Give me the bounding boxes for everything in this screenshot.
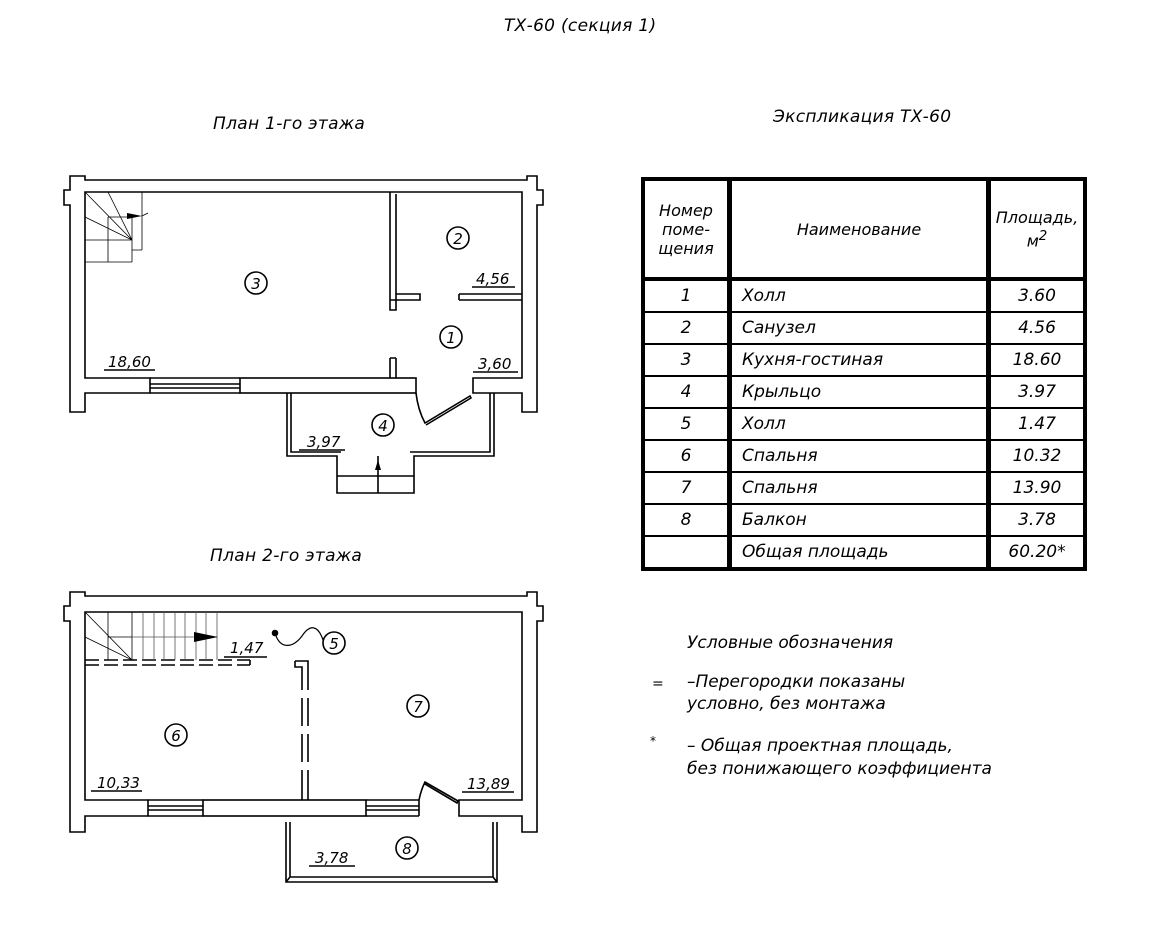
cell-area: 4.56 xyxy=(987,311,1086,345)
header-area-sup: 2 xyxy=(1038,228,1048,244)
cell-name: Спальня xyxy=(728,471,991,505)
plan1-partition xyxy=(458,293,522,301)
plan1-room-area: 3,97 xyxy=(307,433,341,451)
stair-arrow-icon xyxy=(194,632,218,642)
legend-item-text: условно, без монтажа xyxy=(687,694,886,714)
cell-name: Спальня xyxy=(728,439,991,473)
plan1-entry-door xyxy=(415,392,473,426)
cell-name: Балкон xyxy=(728,503,991,537)
header-number-line: Номер xyxy=(659,200,713,220)
header-area-line: Площадь, xyxy=(995,207,1079,227)
cell-area: 3.60 xyxy=(987,278,1086,313)
legend-symbol-partition: = xyxy=(652,676,664,692)
header-area: Площадь, м2 xyxy=(987,178,1086,280)
plan1-title: План 1-го этажа xyxy=(213,114,366,134)
cell-number: 4 xyxy=(642,375,732,409)
plan1-porch xyxy=(286,393,495,494)
cell-area: 60.20* xyxy=(987,535,1086,570)
up-arrow-icon xyxy=(375,460,381,470)
plan2-room-area: 13,89 xyxy=(467,775,510,793)
cell-area: 10.32 xyxy=(987,439,1086,473)
cell-number: 8 xyxy=(642,503,732,537)
cell-name: Санузел xyxy=(728,311,991,345)
plan2-window xyxy=(148,799,203,817)
legend-symbol-asterisk: * xyxy=(650,734,656,748)
plan1-room-number: 3 xyxy=(251,275,261,293)
header-name: Наименование xyxy=(728,178,991,280)
cell-number: 3 xyxy=(642,343,732,377)
plan1-drawing xyxy=(63,175,544,494)
cell-area: 18.60 xyxy=(987,343,1086,377)
plan2-window xyxy=(366,799,419,817)
plan1-room-number: 2 xyxy=(453,230,463,248)
plan2-room-number: 5 xyxy=(329,635,339,653)
plan2-room-number: 6 xyxy=(171,727,181,745)
plan1-staircase xyxy=(84,191,143,263)
plan1-porch-steps xyxy=(337,456,414,493)
plan1-partition xyxy=(389,192,421,311)
cell-number: 2 xyxy=(642,311,732,345)
cell-area: 1.47 xyxy=(987,407,1086,441)
explication-title: Экспликация ТХ-60 xyxy=(773,107,952,127)
plan2-room-area: 3,78 xyxy=(315,849,348,867)
legend-item-text: –Перегородки показаны xyxy=(687,672,906,692)
cell-number: 6 xyxy=(642,439,732,473)
cell-name: Крыльцо xyxy=(728,375,991,409)
plan1-room-number: 1 xyxy=(446,329,456,347)
legend-title: Условные обозначения xyxy=(687,633,894,653)
header-area-unit: м xyxy=(1026,231,1039,251)
explication-table: Номер поме- щения Наименование Площадь, … xyxy=(641,177,1087,571)
cell-number: 1 xyxy=(642,278,732,313)
plan1-room-area: 3,60 xyxy=(478,355,511,373)
plan2-balcony-door xyxy=(418,780,460,816)
stair-arrow-icon xyxy=(127,213,142,219)
header-number-line: щения xyxy=(658,238,714,258)
plan2-outer-wall xyxy=(63,591,544,833)
cell-number xyxy=(642,535,732,570)
legend-item-text: без понижающего коэффициента xyxy=(687,759,992,779)
plan1-window xyxy=(150,377,240,394)
cell-name: Холл xyxy=(728,407,991,441)
plan1-partition xyxy=(389,357,397,378)
legend-item-text: – Общая проектная площадь, xyxy=(687,736,953,756)
plan2-room-area: 10,33 xyxy=(97,774,140,792)
cell-number: 7 xyxy=(642,471,732,505)
sheet-title: ТХ-60 (секция 1) xyxy=(504,16,657,36)
plan2-wall-segment xyxy=(202,799,367,817)
header-number-line: поме- xyxy=(662,219,710,239)
cell-number: 5 xyxy=(642,407,732,441)
plan2-title: План 2-го этажа xyxy=(210,546,363,566)
plan2-room-area: 1,47 xyxy=(230,639,264,657)
cell-name: Общая площадь xyxy=(728,535,991,570)
cell-name: Кухня-гостиная xyxy=(728,343,991,377)
plan1-room-area: 18,60 xyxy=(108,353,151,371)
plan1-room-number: 4 xyxy=(378,417,388,435)
plan2-drawing xyxy=(63,591,544,883)
plan1-wall-segment xyxy=(239,377,417,394)
table-header-row: Номер поме- щения Наименование Площадь, … xyxy=(642,178,1086,280)
cell-name: Холл xyxy=(728,278,991,313)
plan2-room-number: 8 xyxy=(402,840,412,858)
cell-area: 3.97 xyxy=(987,375,1086,409)
room5-leader xyxy=(274,627,324,646)
plan2-room-number: 7 xyxy=(413,698,423,716)
plan1-room-area: 4,56 xyxy=(476,270,509,288)
plan1-outer-wall xyxy=(63,175,544,413)
header-number: Номер поме- щения xyxy=(642,178,732,280)
plan2-dashed-partition xyxy=(85,659,250,666)
cell-area: 3.78 xyxy=(987,503,1086,537)
plan2-balcony xyxy=(285,822,498,883)
cell-area: 13.90 xyxy=(987,471,1086,505)
